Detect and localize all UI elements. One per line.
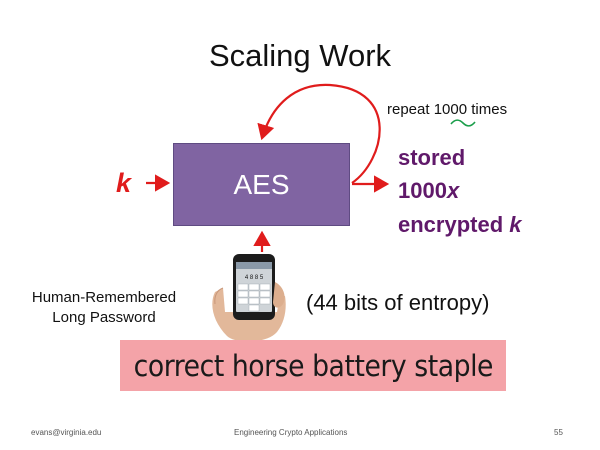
repeat-suffix: times — [467, 101, 508, 118]
encrypted-k-var: k — [509, 212, 522, 237]
password-label: Human-Remembered Long Password — [4, 288, 204, 328]
stored-multiplier: 1000 — [398, 178, 447, 203]
password-banner: correct horse battery staple — [120, 340, 506, 391]
encrypted-label: encrypted — [398, 212, 510, 237]
footer-email: evans@virginia.edu — [31, 428, 102, 437]
thumb-shape — [273, 282, 285, 308]
slide-title: Scaling Work — [208, 38, 392, 73]
password-label-line-2: Long Password — [52, 309, 156, 326]
entropy-note: (44 bits of entropy) — [306, 290, 490, 315]
stored-x-var: x — [446, 178, 460, 203]
stored-line-3: encrypted k — [398, 212, 522, 238]
key-input-label: k — [116, 168, 132, 198]
aes-label: AES — [233, 168, 290, 200]
footer-course: Engineering Crypto Applications — [234, 428, 348, 437]
phone-in-hand-image: 4 8 8 5 — [212, 254, 286, 342]
repeat-note: repeat 1000 times — [387, 101, 507, 118]
stored-line-1: stored — [398, 145, 466, 170]
repeat-number: 1000 — [433, 101, 468, 118]
password-label-line-1: Human-Remembered — [31, 289, 177, 306]
password-text: correct horse battery staple — [133, 348, 493, 383]
repeat-prefix: repeat — [387, 101, 434, 118]
phone-display-digits: 4 8 8 5 — [245, 275, 264, 281]
squiggle-underline — [450, 119, 476, 127]
stored-line-2: 1000x — [398, 178, 459, 204]
footer-page-number: 55 — [554, 428, 563, 437]
loop-arrow — [257, 83, 381, 184]
aes-block: AES — [173, 143, 350, 226]
